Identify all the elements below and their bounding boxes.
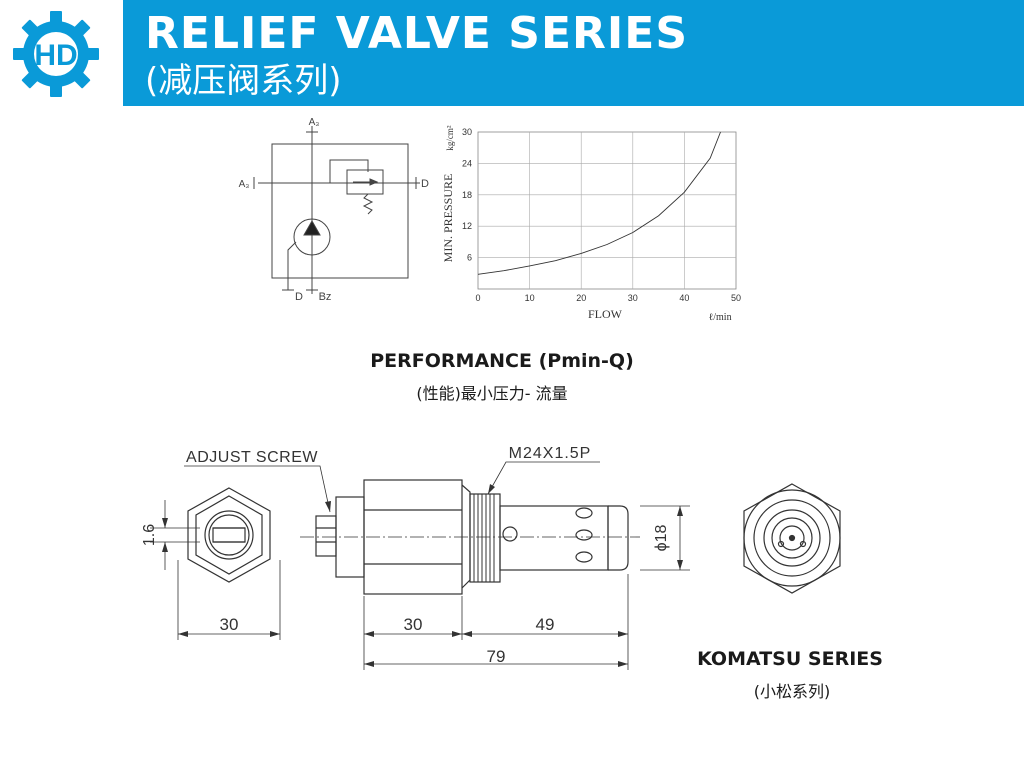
chart-y-tick-label: 6 [467, 253, 472, 263]
thread-leader [487, 461, 600, 495]
dim-body-length-label: 49 [536, 615, 555, 634]
chart-x-tick-label: 30 [628, 293, 638, 303]
chart-x-tick-label: 0 [475, 293, 480, 303]
chart-y-tick-label: 12 [462, 221, 472, 231]
chart-y-unit: kg/cm² [445, 125, 455, 150]
port-top-label: A₃ [309, 117, 320, 128]
dim-total-length-label: 79 [487, 647, 506, 666]
chart-x-label: FLOW [588, 307, 623, 321]
dim-gap-label: 1.6 [141, 524, 158, 546]
gear-logo-icon: HD [13, 11, 99, 97]
logo-text: HD [34, 39, 77, 72]
chart-series [477, 131, 721, 275]
chart-grid [478, 132, 736, 289]
komatsu-subtitle: (小松系列) [753, 682, 831, 701]
chart-series-line [477, 131, 721, 275]
chart-plot-area [477, 131, 737, 290]
chart-x-unit: ℓ/min [708, 312, 731, 323]
performance-subtitle: (性能)最小压力- 流量 [416, 384, 568, 403]
komatsu-title: KOMATSU SERIES [697, 648, 883, 670]
port-right-label: D [421, 178, 429, 190]
thread-label: M24X1.5P [509, 445, 592, 462]
spring-icon [362, 193, 374, 215]
header-bar [123, 0, 1024, 106]
dim-hex-length-label: 30 [404, 615, 423, 634]
port-bottom-right-label: Bz [319, 291, 332, 303]
page-title: RELIEF VALVE SERIES [145, 8, 689, 59]
chart-y-tick-label: 24 [462, 158, 472, 168]
port-left-label: A₃ [239, 179, 250, 190]
chart-y-tick-label: 18 [462, 190, 472, 200]
adjust-screw-label: ADJUST SCREW [186, 449, 318, 466]
hex-end-view [187, 487, 271, 583]
dim-width-label: 30 [220, 615, 239, 634]
chart-ticks: 0 10 20 30 40 50 6 12 18 24 30 [462, 127, 741, 303]
chart-y-label: MIN. PRESSURE [441, 174, 455, 263]
performance-chart: 0 10 20 30 40 50 6 12 18 24 30 FLOW ℓ/min MIN. PRE… [441, 125, 741, 323]
pilot-line [329, 159, 369, 183]
chart-x-tick-label: 10 [525, 293, 535, 303]
chart-x-tick-label: 40 [679, 293, 689, 303]
chart-x-tick-label: 20 [576, 293, 586, 303]
pump-symbol [293, 218, 331, 256]
schematic-frame [271, 143, 409, 279]
performance-title: PERFORMANCE (Pmin-Q) [370, 350, 634, 372]
dim-diameter-label: ϕ18 [653, 525, 670, 552]
chart-y-tick-label: 30 [462, 127, 472, 137]
hydraulic-schematic: A₃ A₃ D D Bz [239, 117, 429, 303]
chart-x-tick-label: 50 [731, 293, 741, 303]
page-subtitle: (减压阀系列) [145, 61, 342, 101]
komatsu-end-view [743, 483, 841, 594]
relief-valve-box [346, 169, 384, 195]
port-bottom-left-label: D [295, 291, 303, 303]
adjust-screw-leader [184, 465, 331, 513]
